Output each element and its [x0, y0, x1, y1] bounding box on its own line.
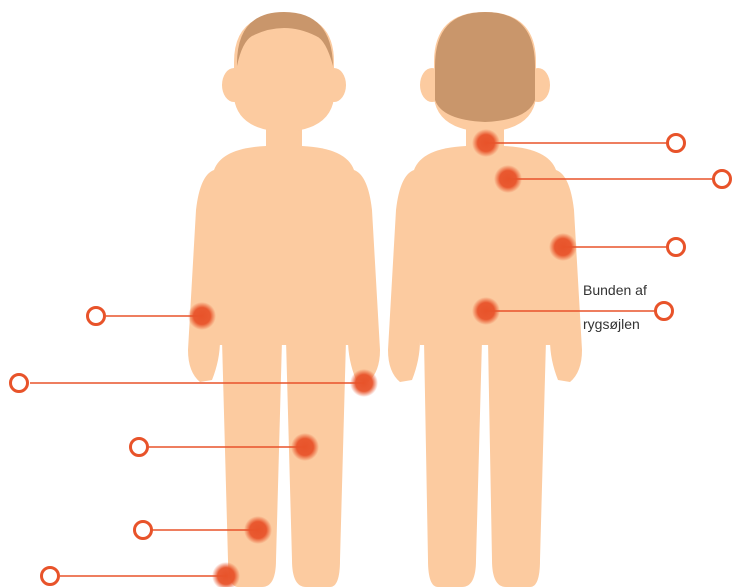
callout-marker-neck[interactable] [668, 135, 685, 152]
callout-marker-shin[interactable] [135, 522, 152, 539]
hotspot-upper-back [494, 165, 522, 193]
back-leg-right [488, 340, 546, 587]
back-leg-left [424, 340, 482, 587]
spine-base-label: Bunden af rygsøjlen [583, 265, 693, 350]
callout-marker-knee[interactable] [131, 439, 148, 456]
hotspot-elbow-front [188, 302, 216, 330]
hotspot-neck [472, 129, 500, 157]
front-figure [188, 12, 380, 587]
hotspot-knee [291, 433, 319, 461]
callout-marker-upper-back[interactable] [714, 171, 731, 188]
callout-marker-elbow-front[interactable] [88, 308, 105, 325]
callout-marker-wrist[interactable] [11, 375, 28, 392]
front-torso [212, 146, 358, 345]
spine-base-label-line-2: rygsøjlen [583, 316, 693, 333]
back-arm-left [388, 170, 430, 382]
hotspot-elbow-back [549, 233, 577, 261]
callout-marker-ankle[interactable] [42, 568, 59, 585]
hotspot-wrist [350, 369, 378, 397]
back-arm-right [540, 170, 582, 382]
hotspot-spine-base [472, 297, 500, 325]
front-leg-right [286, 340, 346, 587]
back-hair [435, 12, 535, 122]
front-leg-left [222, 340, 282, 587]
hotspot-shin [244, 516, 272, 544]
callout-marker-elbow-back[interactable] [668, 239, 685, 256]
spine-base-label-line-1: Bunden af [583, 282, 693, 299]
